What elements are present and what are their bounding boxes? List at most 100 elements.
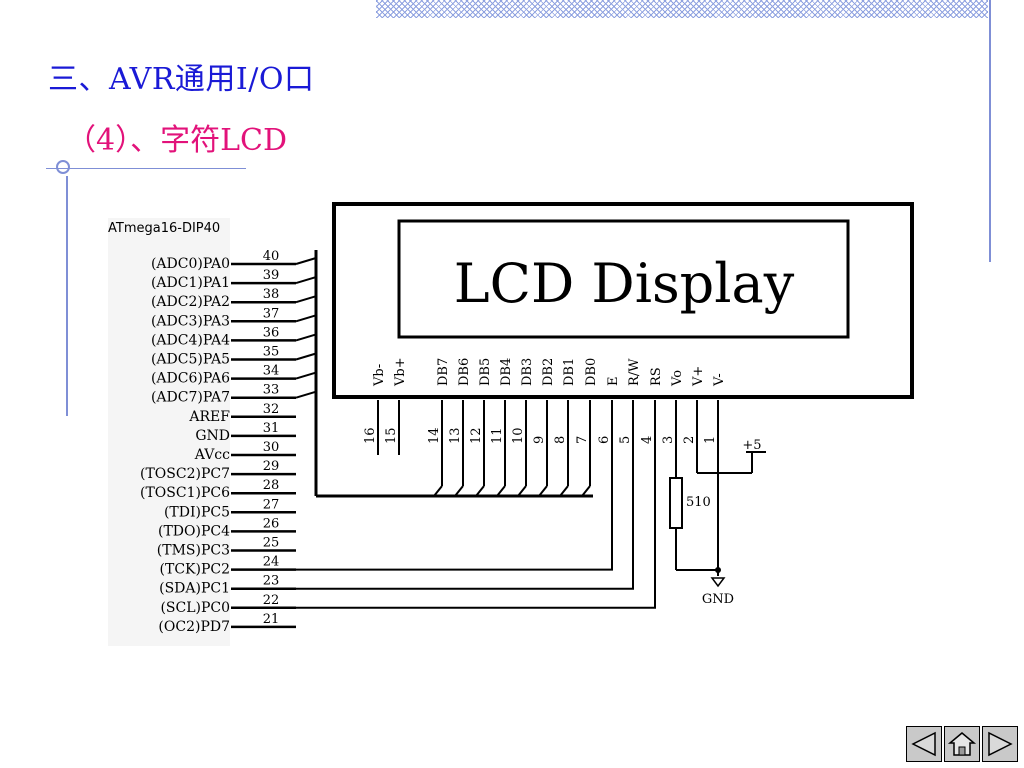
bus-entry-lcd-diag bbox=[475, 485, 485, 497]
decor-ring bbox=[56, 160, 70, 174]
next-slide-button[interactable] bbox=[982, 726, 1018, 762]
lcd-pin-name: Vb+ bbox=[393, 357, 408, 387]
ground-symbol bbox=[710, 577, 726, 588]
bus-entry-lcd-diag bbox=[433, 485, 443, 497]
lcd-pin-number: 10 bbox=[511, 427, 526, 444]
lcd-pin-number: 5 bbox=[618, 436, 633, 444]
lcd-pin-number: 15 bbox=[384, 427, 399, 444]
lcd-pin-name: DB4 bbox=[499, 358, 514, 386]
lcd-pin-number: 6 bbox=[597, 436, 612, 444]
chip-pin-name: (TOSC1)PC6 bbox=[140, 485, 230, 501]
chip-pin-number: 24 bbox=[263, 555, 280, 570]
chip-pin-name: AVcc bbox=[194, 447, 230, 463]
lcd-pin-name: R/W bbox=[627, 358, 642, 386]
lcd-pin-number: 14 bbox=[427, 427, 442, 444]
lcd-pin-name: DB1 bbox=[562, 358, 577, 386]
bus-entry-chip bbox=[295, 257, 317, 265]
lcd-pin-name: RS bbox=[649, 367, 664, 386]
chip-pin-name: (TDO)PC4 bbox=[158, 523, 230, 539]
chip-pin-name: (ADC1)PA1 bbox=[151, 275, 230, 291]
bus-entry-lcd-diag bbox=[454, 485, 464, 497]
lcd-pin-number: 3 bbox=[661, 436, 676, 444]
chip-pin-name: (ADC6)PA6 bbox=[151, 371, 230, 387]
chip-pin-name: (ADC3)PA3 bbox=[151, 313, 230, 329]
chip-pin-name: (SDA)PC1 bbox=[159, 581, 230, 597]
lcd-pin-number: 8 bbox=[553, 436, 568, 444]
chip-pin-name: (TOSC2)PC7 bbox=[140, 466, 230, 482]
chip-pin-number: 23 bbox=[263, 574, 280, 589]
bus-entry-chip bbox=[295, 314, 317, 323]
chip-body bbox=[108, 218, 230, 646]
bus-entry-chip bbox=[295, 390, 317, 399]
bus-entry-lcd-diag bbox=[538, 485, 548, 497]
lcd-pin-name: Vo bbox=[670, 370, 685, 387]
bus-entry-chip bbox=[295, 352, 317, 361]
chip-pin-number: 26 bbox=[263, 516, 280, 531]
lcd-pins: Vb- 1 6 Vb+ 15 DB7 14 DB6 13 DB5 12 DB4 11 DB3 10 DB2 9 D… bbox=[363, 357, 727, 455]
resistor bbox=[669, 477, 683, 529]
home-icon bbox=[947, 732, 977, 756]
slide-subtitle: （4）、字符LCD bbox=[66, 123, 288, 158]
resistor-label: 510 bbox=[686, 495, 711, 510]
power-network: +5 510 GND bbox=[669, 400, 766, 607]
lcd-pin-number: 13 bbox=[448, 427, 463, 444]
lcd-pin-name: DB7 bbox=[436, 358, 451, 386]
lcd-pin-name: Vb- bbox=[372, 364, 387, 387]
lcd-display-text: LCD Display bbox=[454, 252, 795, 315]
left-triangle-icon bbox=[911, 731, 936, 757]
bus-entry-chip bbox=[295, 295, 317, 304]
lcd-pin-name: DB2 bbox=[541, 358, 556, 386]
chip-pin-name: (SCL)PC0 bbox=[160, 600, 230, 616]
chip-label: ATmega16-DIP40 bbox=[108, 221, 220, 236]
lcd-pin-name: DB5 bbox=[478, 358, 493, 386]
bus-entry-chip bbox=[295, 371, 317, 380]
chip-pin-name: (ADC7)PA7 bbox=[151, 390, 230, 406]
chip-pin-number: 22 bbox=[263, 593, 280, 608]
control-line bbox=[296, 400, 634, 590]
bus-entry-chip bbox=[295, 276, 317, 285]
chip-pin-number: 33 bbox=[263, 383, 280, 398]
data-bus bbox=[295, 250, 593, 498]
chip-pin-number: 25 bbox=[263, 536, 280, 551]
chip-pin-number: 28 bbox=[263, 478, 280, 493]
lcd-pin-name: DB3 bbox=[520, 358, 535, 386]
header-pattern bbox=[376, 0, 988, 18]
chip-pin-name: GND bbox=[195, 428, 230, 444]
decor-line-right bbox=[989, 0, 991, 262]
chip-pin-number: 37 bbox=[263, 306, 280, 321]
chip-pin-name: (ADC4)PA4 bbox=[151, 332, 230, 348]
lcd-pin-name: E bbox=[606, 377, 621, 387]
lcd-pin-number: 9 bbox=[532, 436, 547, 444]
right-triangle-icon bbox=[988, 731, 1013, 757]
bus-entry-lcd-diag bbox=[559, 485, 569, 497]
lcd-pin-name: DB6 bbox=[457, 358, 472, 386]
chip-pin-number: 29 bbox=[263, 459, 280, 474]
bus-entry-lcd-diag bbox=[496, 485, 506, 497]
chip-pin-number: 21 bbox=[263, 612, 280, 627]
chip-pin-name: (TDI)PC5 bbox=[164, 504, 230, 520]
lcd-frame bbox=[332, 202, 914, 399]
control-line bbox=[296, 400, 613, 571]
lcd-pin-number: 11 bbox=[490, 427, 505, 444]
bus-entry-lcd-diag bbox=[517, 485, 527, 497]
lcd-pin-number: 7 bbox=[575, 436, 590, 444]
chip-pin-name: (TCK)PC2 bbox=[160, 562, 230, 578]
prev-slide-button[interactable] bbox=[906, 726, 942, 762]
chip-pin-number: 32 bbox=[263, 402, 280, 417]
lcd-pin-number: 12 bbox=[469, 427, 484, 444]
chip-pin-number: 39 bbox=[263, 268, 280, 283]
control-lines bbox=[296, 400, 656, 609]
chip-pin-number: 31 bbox=[263, 421, 280, 436]
chip-pin-number: 36 bbox=[263, 325, 280, 340]
ground-label: GND bbox=[702, 592, 734, 607]
lcd-pin-number: 4 bbox=[640, 436, 655, 444]
decor-line-left bbox=[66, 176, 68, 416]
lcd-pin-number: 1 bbox=[703, 436, 718, 444]
chip-pin-name: (OC2)PD7 bbox=[158, 619, 230, 635]
chip-pin-number: 27 bbox=[263, 497, 280, 512]
home-button[interactable] bbox=[944, 726, 980, 762]
lcd-screen bbox=[397, 219, 850, 339]
chip-pin-number: 38 bbox=[263, 287, 280, 302]
power-label: +5 bbox=[742, 438, 761, 453]
